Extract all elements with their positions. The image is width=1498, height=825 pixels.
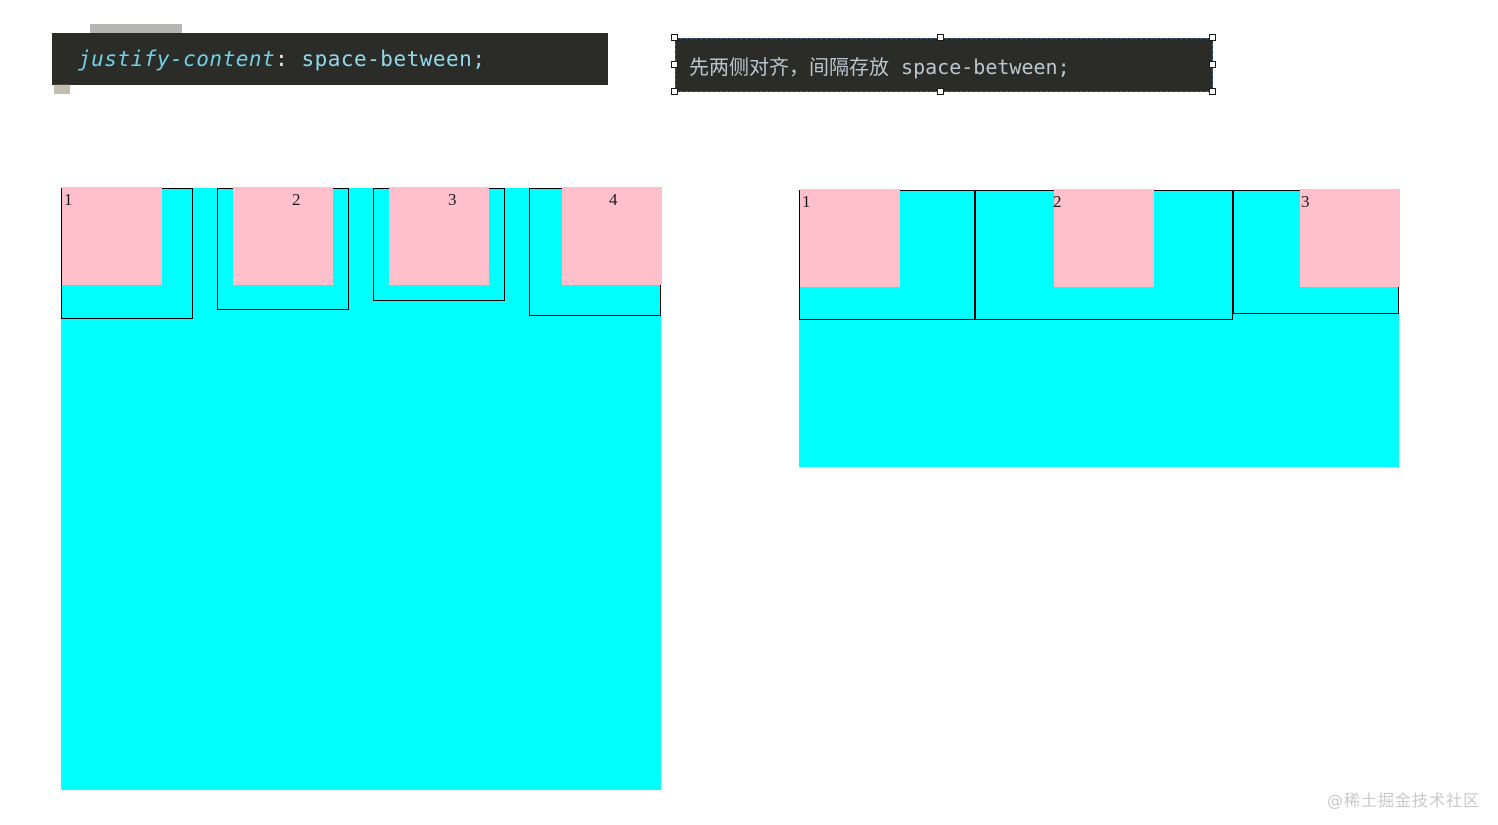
code-snippet-box: justify-content: space-between; (52, 33, 608, 85)
selection-handle-top-left[interactable] (671, 34, 678, 41)
selection-handle-bottom-left[interactable] (671, 88, 678, 95)
flex-item[interactable]: 1 (61, 187, 193, 319)
css-value-token: space-between; (301, 47, 486, 71)
annotation-textbox[interactable]: 先两侧对齐，间隔存放 space-between; (675, 38, 1213, 92)
flex-item-square (1300, 189, 1400, 287)
css-separator-token: : (275, 47, 302, 71)
annotation-text: 先两侧对齐，间隔存放 space-between; (689, 54, 1070, 79)
selection-handle-middle-left[interactable] (671, 61, 678, 68)
flex-item-label: 1 (802, 192, 811, 211)
flex-item[interactable]: 1 (799, 189, 975, 320)
flex-item-square (1054, 189, 1154, 287)
flex-item[interactable]: 3 (1233, 189, 1400, 314)
flex-item-label: 3 (448, 190, 457, 209)
flex-item[interactable]: 3 (373, 187, 505, 301)
selection-handle-top-center[interactable] (937, 34, 944, 41)
flex-item-label: 2 (1053, 192, 1062, 211)
code-box-bottom-artifact (54, 84, 70, 94)
selection-handle-bottom-right[interactable] (1209, 88, 1216, 95)
annotation-textbox-wrapper[interactable]: 先两侧对齐，间隔存放 space-between; (668, 31, 1220, 99)
flex-item-square (389, 187, 489, 285)
flex-item[interactable]: 2 (975, 189, 1233, 320)
selection-handle-middle-right[interactable] (1209, 61, 1216, 68)
flex-item-square (62, 187, 162, 285)
selection-handle-bottom-center[interactable] (937, 88, 944, 95)
flex-item[interactable]: 2 (217, 187, 349, 310)
flex-item-square (800, 189, 900, 287)
css-property-token: justify-content (78, 47, 276, 71)
flex-item-label: 3 (1301, 192, 1310, 211)
flex-item-square (233, 187, 333, 285)
flex-item[interactable]: 4 (529, 187, 662, 316)
flex-item-label: 4 (609, 190, 618, 209)
code-snippet-text: justify-content: space-between; (78, 47, 485, 71)
flex-item-label: 1 (64, 190, 73, 209)
flex-demo-container-right: 1 2 3 (799, 189, 1400, 467)
flex-item-label: 2 (292, 190, 301, 209)
flex-demo-container-left: 1 2 3 4 (61, 187, 662, 790)
watermark-text: @稀土掘金技术社区 (1326, 791, 1480, 810)
flex-item-square (562, 187, 662, 285)
selection-handle-top-right[interactable] (1209, 34, 1216, 41)
